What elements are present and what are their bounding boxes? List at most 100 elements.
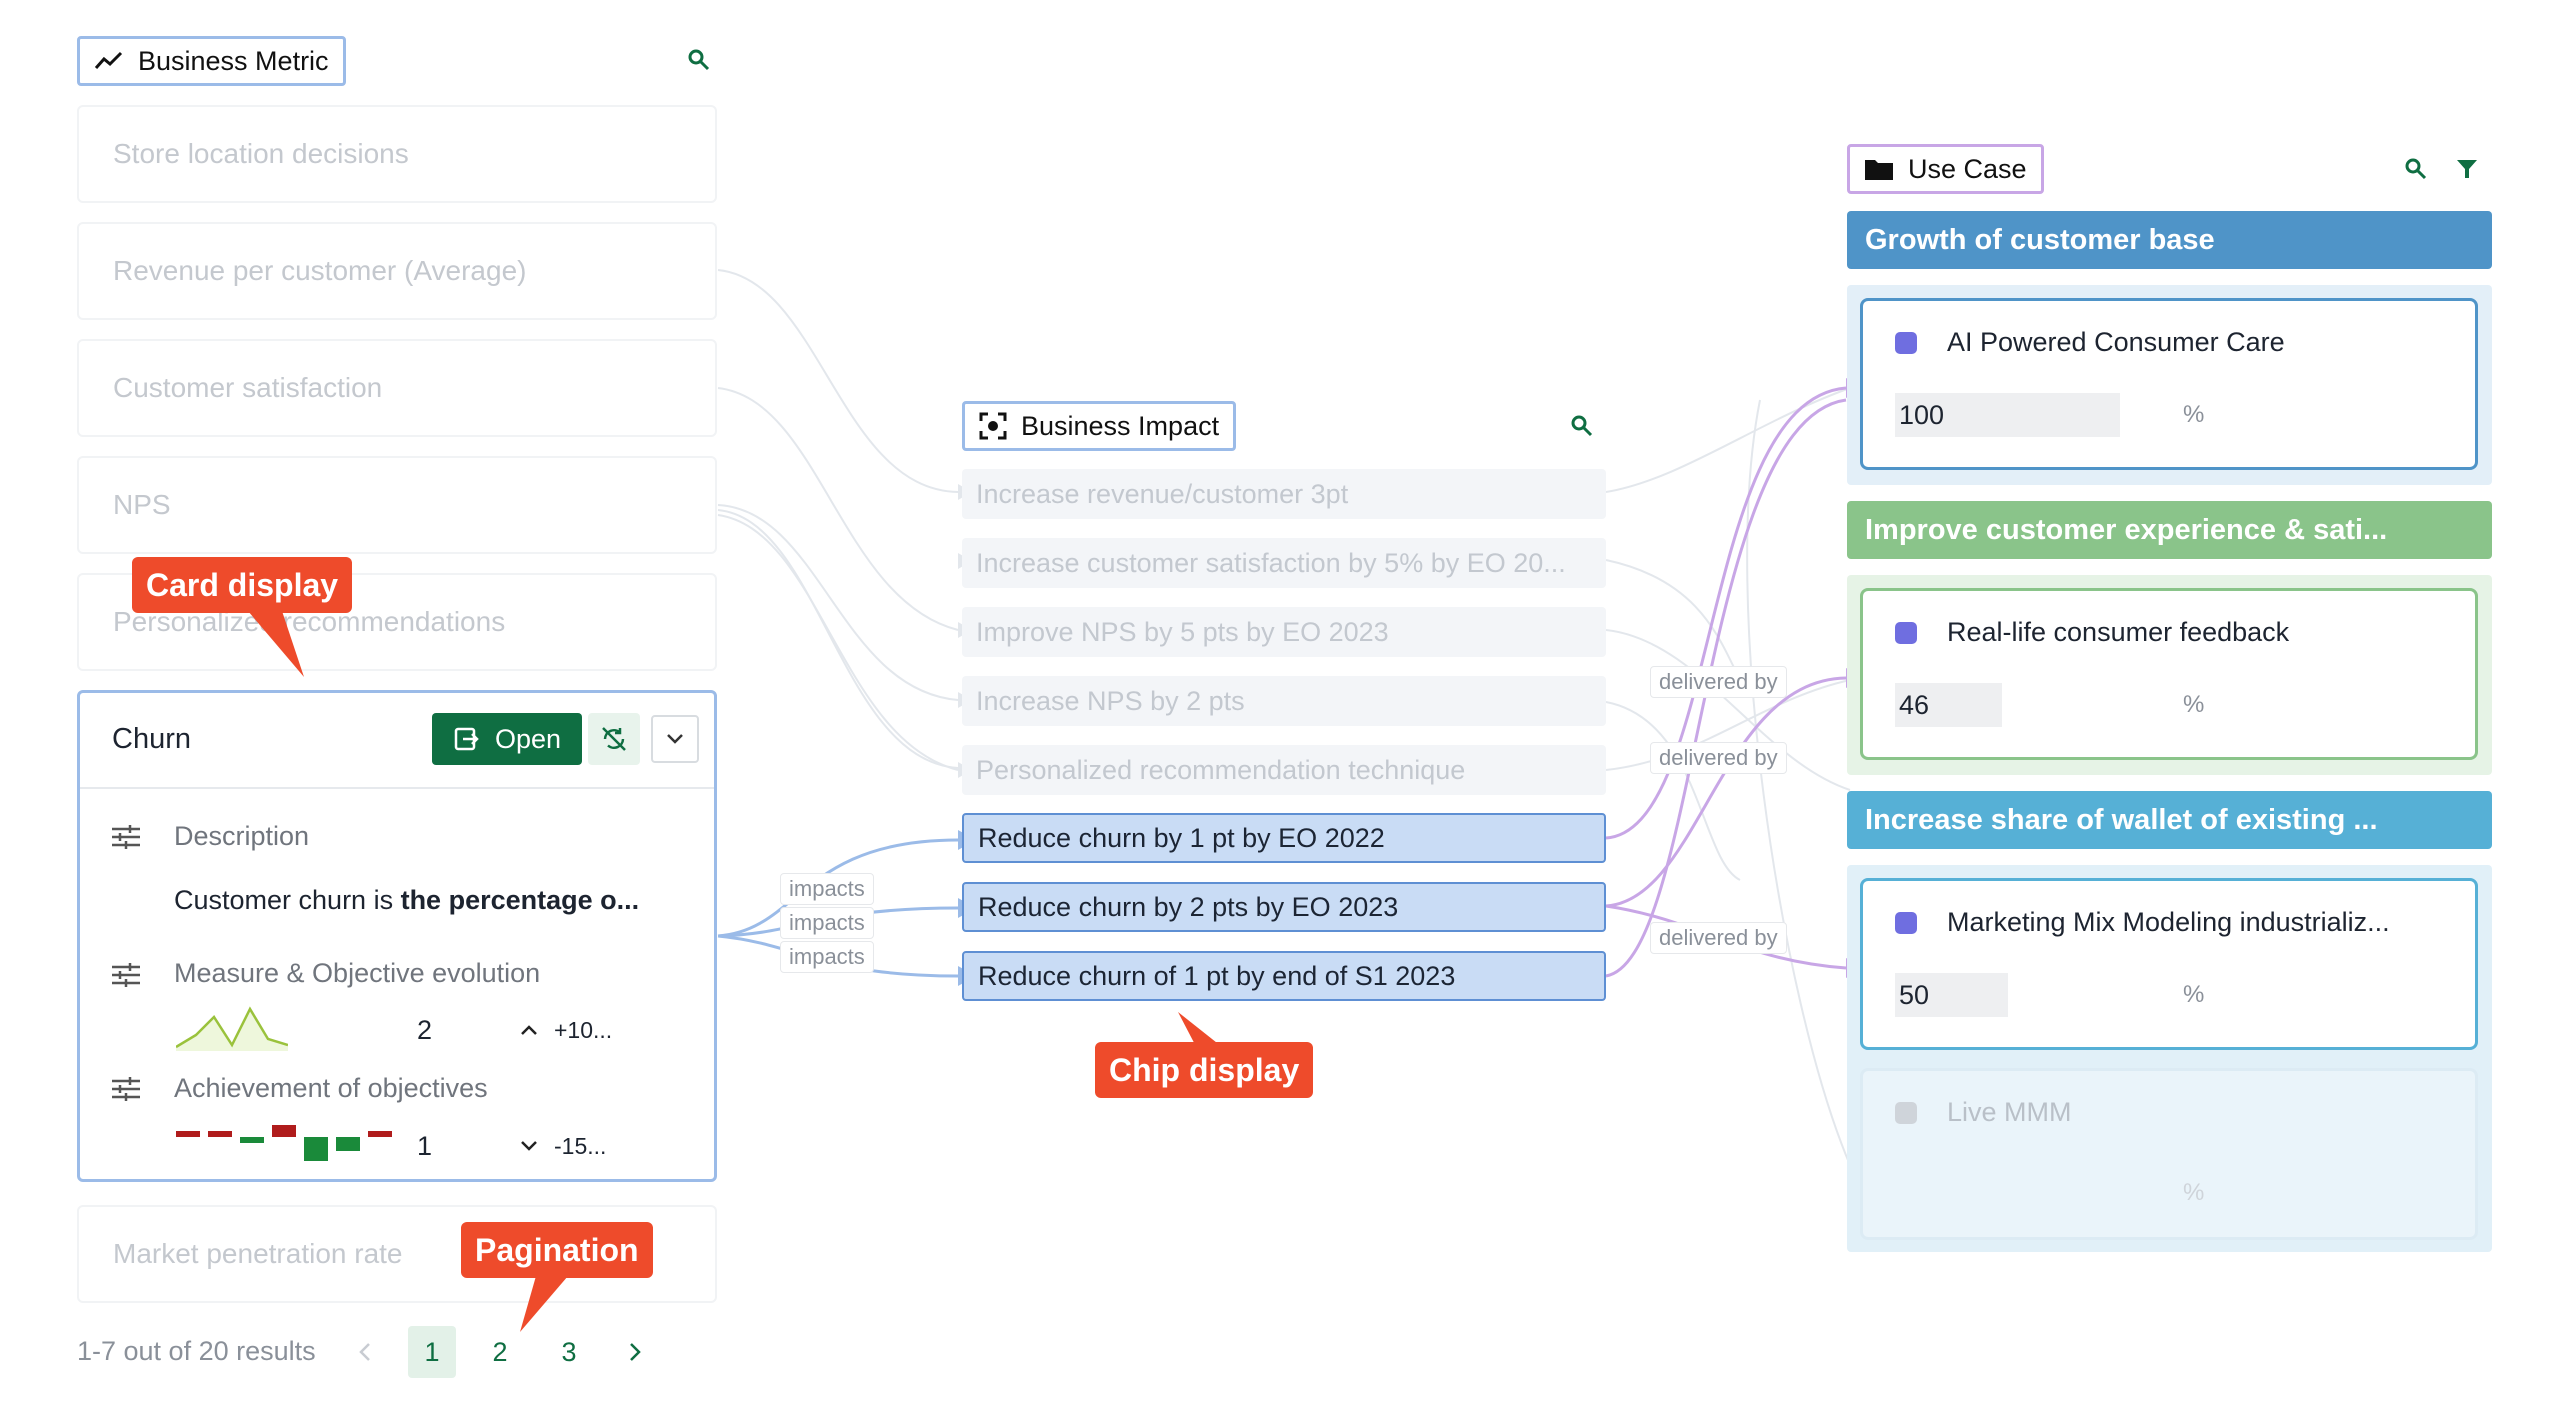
impact-chip[interactable]: Personalized recommendation technique [962,745,1606,795]
metric-item-label: NPS [113,489,171,520]
impact-chip-label: Reduce churn by 1 pt by EO 2022 [978,822,1385,853]
edge-label-delivered-by: delivered by [1650,666,1787,698]
measure-sparkline [176,1006,288,1051]
description-text: Customer churn is the percentage o... [174,885,639,916]
page-label: 1 [424,1336,440,1367]
focus-icon [979,412,1007,440]
metric-item[interactable]: Store location decisions [77,105,717,203]
achievement-label: Achievement of objectives [174,1073,488,1103]
use-case-value-field[interactable]: 46 [1895,683,2002,727]
use-case-card-label: Marketing Mix Modeling industrializ... [1947,907,2390,937]
use-case-group-header[interactable]: Increase share of wallet of existing ... [1847,791,2492,849]
measure-delta: +10... [554,1017,613,1043]
impact-chip-label: Improve NPS by 5 pts by EO 2023 [976,616,1389,647]
impact-chip[interactable]: Increase revenue/customer 3pt [962,469,1606,519]
metric-item-label: Customer satisfaction [113,372,383,403]
measure-label: Measure & Objective evolution [174,958,541,988]
page-label: 2 [492,1336,508,1367]
use-case-card[interactable]: Marketing Mix Modeling industrializ... 5… [1860,878,2478,1050]
use-case-group-header[interactable]: Growth of customer base [1847,211,2492,269]
use-case-unit: % [2183,691,2205,718]
use-case-card[interactable]: Real-life consumer feedback 46 % [1860,588,2478,760]
status-dot [1895,621,1917,644]
page-button-1[interactable]: 1 [408,1326,456,1378]
filter-icon[interactable] [2456,158,2478,180]
status-dot [1895,911,1917,934]
churn-card-title: Churn [112,723,191,755]
impact-chip[interactable]: Increase customer satisfaction by 5% by … [962,538,1606,588]
callout-card-display: Card display [132,557,353,613]
business-impact-header: Business Impact [962,401,1237,451]
metric-item-label: Revenue per customer (Average) [113,255,527,286]
metric-item-label: Store location decisions [113,138,409,169]
impact-chip-active[interactable]: Reduce churn by 2 pts by EO 2023 [962,882,1606,932]
impact-chip-active[interactable]: Reduce churn of 1 pt by end of S1 2023 [962,951,1606,1001]
pagination-summary: 1-7 out of 20 results [77,1336,316,1366]
use-case-card-title: AI Powered Consumer Care [1895,327,2285,358]
card-divider [80,787,714,789]
use-case-unit: % [2183,981,2205,1008]
churn-card[interactable]: Churn Open Description Customer churn is… [77,690,717,1182]
use-case-card-label: Live MMM [1947,1097,2072,1127]
edge-label-impacts: impacts [780,941,874,973]
use-case-card[interactable]: AI Powered Consumer Care 100 % [1860,298,2478,470]
business-metric-title: Business Metric [138,45,329,76]
description-bold: the percentage o... [400,885,640,915]
callout-chip-display: Chip display [1095,1042,1314,1098]
impact-chip-label: Reduce churn of 1 pt by end of S1 2023 [978,960,1456,991]
callout-pointer [248,611,304,677]
use-case-value-field[interactable]: 50 [1895,973,2008,1017]
impact-chip-label: Increase NPS by 2 pts [976,685,1245,716]
sliders-icon [112,963,140,992]
achievement-bars [176,1125,392,1161]
use-case-value-field[interactable]: 100 [1895,393,2120,437]
use-case-card-label: AI Powered Consumer Care [1947,327,2285,357]
achievement-delta: -15... [554,1133,607,1159]
business-impact-title: Business Impact [1021,410,1220,441]
use-case-card-title: Real-life consumer feedback [1895,617,2289,648]
open-button-label: Open [494,723,562,754]
page-button-3[interactable]: 3 [545,1326,593,1378]
trend-line-icon [94,50,124,72]
expand-button[interactable] [651,715,699,763]
page-label: 3 [561,1336,577,1367]
metric-item[interactable]: NPS [77,456,717,554]
search-icon[interactable] [1570,414,1594,438]
status-dot [1895,331,1917,354]
page-button-2[interactable]: 2 [476,1326,524,1378]
sliders-icon [112,1077,140,1106]
sync-off-button[interactable] [588,713,640,765]
impact-chip[interactable]: Increase NPS by 2 pts [962,676,1606,726]
use-case-card-label: Real-life consumer feedback [1947,617,2290,647]
next-page-icon[interactable] [628,1342,642,1367]
impact-chip-label: Personalized recommendation technique [976,754,1466,785]
chevron-down-icon [666,733,684,745]
impact-chip-active[interactable]: Reduce churn by 1 pt by EO 2022 [962,813,1606,863]
metric-item[interactable]: Revenue per customer (Average) [77,222,717,320]
open-external-icon [453,726,479,752]
use-case-group-header[interactable]: Improve customer experience & sati... [1847,501,2492,559]
search-icon[interactable] [2404,157,2428,181]
measure-value: 2 [417,1015,433,1045]
impact-chip[interactable]: Improve NPS by 5 pts by EO 2023 [962,607,1606,657]
folder-icon [1864,157,1894,181]
prev-page-icon[interactable] [358,1342,372,1367]
impact-chip-label: Increase revenue/customer 3pt [976,478,1349,509]
description-label: Description [174,821,310,851]
open-button[interactable]: Open [432,713,582,765]
metric-item[interactable]: Customer satisfaction [77,339,717,437]
callout-pointer [520,1276,568,1332]
use-case-card-faded[interactable]: Live MMM % [1860,1068,2478,1240]
impact-chip-label: Increase customer satisfaction by 5% by … [976,547,1566,578]
use-case-header: Use Case [1847,144,2044,194]
impact-chip-label: Reduce churn by 2 pts by EO 2023 [978,891,1399,922]
use-case-title: Use Case [1908,153,2027,184]
achievement-value: 1 [417,1131,433,1161]
edge-label-impacts: impacts [780,907,874,939]
use-case-unit: % [2183,1179,2205,1206]
description-prefix: Customer churn is [174,885,401,915]
use-case-card-title: Live MMM [1895,1097,2072,1128]
search-icon[interactable] [687,48,711,72]
metric-item-label: Market penetration rate [113,1238,403,1269]
edge-label-impacts: impacts [780,873,874,905]
